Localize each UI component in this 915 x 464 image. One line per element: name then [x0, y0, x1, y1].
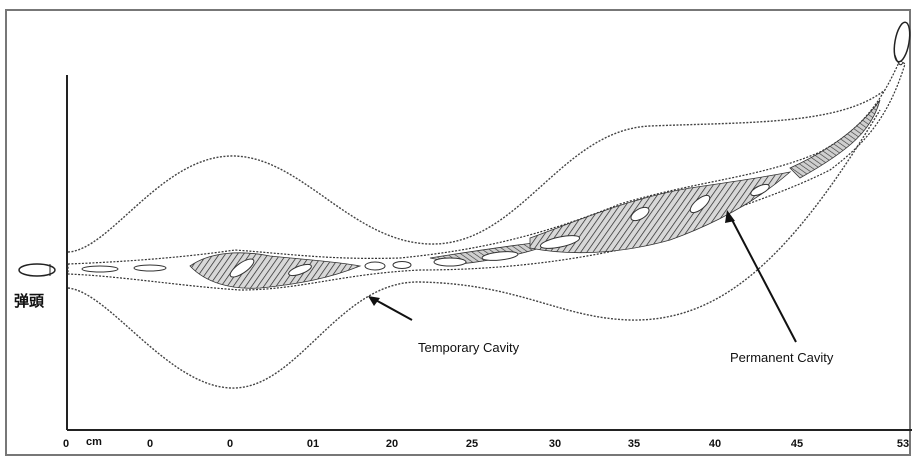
permanent-cavity-pointer-arrow [725, 210, 797, 343]
bullet-exit-icon [893, 21, 911, 66]
x-tick-label: 0 [146, 438, 154, 450]
temporary-cavity-upper-outline [67, 89, 886, 253]
x-tick-label: 35 [627, 438, 641, 450]
permanent-cavity-label: Permanent Cavity [730, 350, 834, 365]
x-tick-label: 40 [708, 438, 722, 450]
x-tick-label: 45 [790, 438, 804, 450]
x-tick-label: 0 [226, 438, 234, 450]
temporary-cavity-label: Temporary Cavity [418, 340, 520, 355]
x-tick-label: 25 [465, 438, 479, 450]
temporary-cavity-lower-outline [67, 109, 881, 389]
x-tick-label: 53 [896, 438, 910, 450]
image-border [5, 9, 911, 456]
tissue-fragments [81, 183, 770, 278]
temporary-cavity-pointer-arrow [368, 296, 413, 321]
x-tick-label: 20 [385, 438, 399, 450]
bullet-entry-icon [18, 263, 56, 277]
permanent-cavity-hatch-left [189, 252, 362, 289]
permanent-cavity-hatch-tail [789, 99, 881, 179]
bullet-label: 弹頭 [14, 292, 45, 310]
permanent-cavity-hatch-right [529, 171, 792, 254]
x-tick-label: 0 [62, 438, 70, 450]
x-tick-label: 30 [548, 438, 562, 450]
x-axis-unit: cm [86, 436, 102, 448]
x-tick-label: 01 [306, 438, 320, 450]
